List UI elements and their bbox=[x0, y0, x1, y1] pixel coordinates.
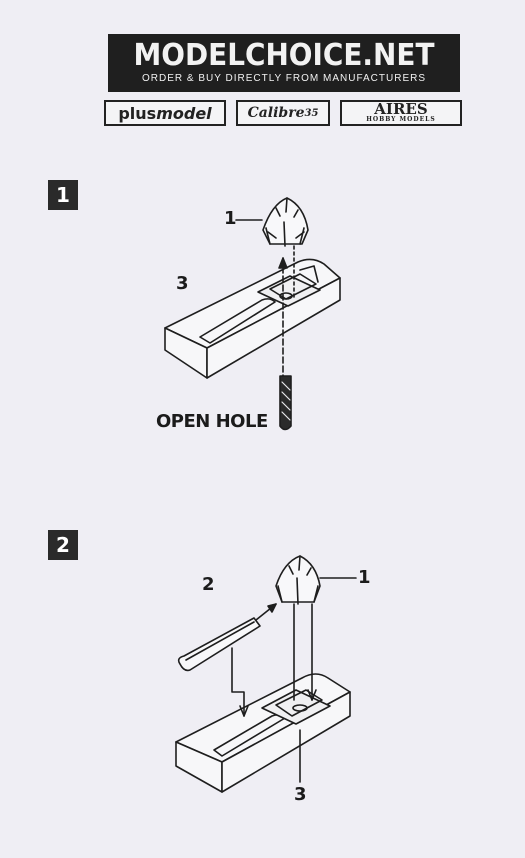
calibre-logo-text-b: 35 bbox=[304, 107, 319, 119]
aires-logo-text-a: AIRES bbox=[374, 100, 428, 118]
step-1-number: 1 bbox=[48, 180, 78, 210]
step-1-nose-cone bbox=[262, 197, 309, 247]
brand-header: MODELCHOICE.NET ORDER & BUY DIRECTLY FRO… bbox=[108, 34, 460, 92]
step-1-base-part bbox=[164, 258, 341, 379]
calibre-logo-text-a: Calibre bbox=[247, 105, 305, 121]
plusmodel-logo-text-b: model bbox=[156, 103, 212, 123]
aires-logo: AIRES HOBBY MODELS bbox=[340, 100, 462, 126]
step-2-label-part-1: 1 bbox=[358, 567, 371, 588]
aires-logo-text-b: HOBBY MODELS bbox=[366, 116, 436, 123]
step-2-base-part bbox=[175, 673, 351, 793]
step-2-label-part-3: 3 bbox=[294, 784, 307, 805]
step-1-callout-open-hole: OPEN HOLE bbox=[156, 411, 268, 432]
step-2-tool-part bbox=[177, 603, 277, 672]
step-1-label-part-3: 3 bbox=[176, 273, 189, 294]
brand-title: MODELCHOICE.NET bbox=[133, 38, 435, 73]
step-2-label-part-2: 2 bbox=[202, 574, 215, 595]
step-1-label-part-1: 1 bbox=[224, 208, 237, 229]
brand-subtitle: ORDER & BUY DIRECTLY FROM MANUFACTURERS bbox=[141, 73, 427, 84]
step-2-nose-cone bbox=[275, 555, 321, 605]
drill-bit-icon bbox=[279, 375, 292, 431]
plusmodel-logo-text-a: plus bbox=[118, 103, 157, 123]
step-2-number: 2 bbox=[48, 530, 78, 560]
